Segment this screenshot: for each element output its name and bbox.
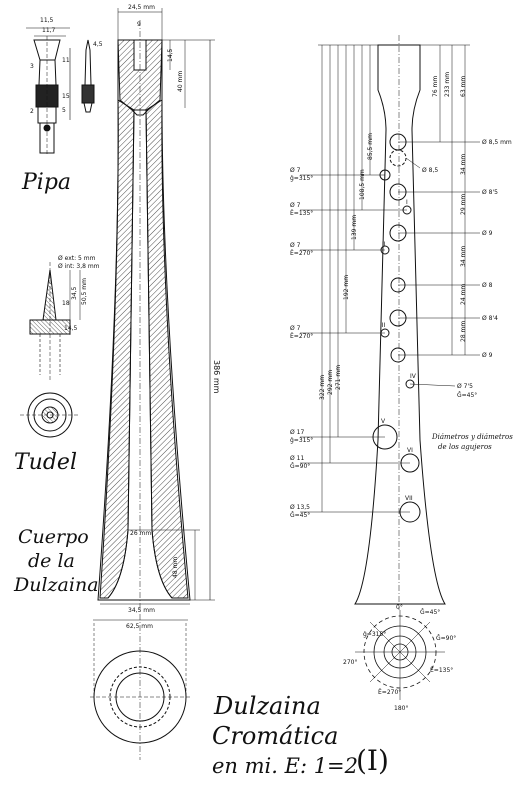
body-section-drawing (90, 8, 215, 760)
roman-VI: VI (407, 447, 413, 454)
length-7: 322 mm (319, 375, 326, 400)
tudel-len3: 18 (62, 300, 70, 307)
cuerpo-label-2: de la (28, 550, 75, 572)
length-3: 139 mm (351, 215, 358, 240)
right-diam-4: Ø 9 (482, 230, 493, 237)
left-angle-1: ĝ=315° (290, 175, 313, 182)
holes-note-1: Diámetros y diámetros (432, 433, 513, 441)
left-angle-4: Ê=270° (290, 332, 313, 340)
top-dim-76: 76 mm (432, 76, 439, 97)
roman-III: III (380, 322, 386, 329)
left-diam-1: Ø 7 (290, 167, 301, 174)
right-diam-1: Ø 8,5 mm (482, 139, 512, 146)
left-angle-6: Ĝ=90° (290, 463, 310, 470)
bell-inner: 26 mm (130, 530, 151, 537)
pipa-d4: 5 (62, 107, 66, 114)
body-top-depth: 14,5 (167, 48, 174, 62)
left-angle-5: ĝ=315° (290, 437, 313, 444)
left-angle-3: Ê=270° (290, 249, 313, 257)
tudel-drawing (20, 262, 81, 438)
compass-135: Ê=135° (430, 666, 453, 674)
pipa-d1: 4,5 (93, 41, 103, 48)
title-line-1: Dulzaina (214, 692, 321, 720)
bell-width: 34,5 mm (128, 607, 155, 614)
cuerpo-label-3: Dulzaina (14, 574, 99, 596)
length-6: 292 mm (327, 370, 334, 395)
tudel-len1: 50,5 mm (81, 278, 88, 305)
length-4: 192 mm (343, 275, 350, 300)
compass-315: ĝ=315° (363, 631, 386, 638)
pipa-d5: 3 (30, 63, 34, 70)
pipa-top-width: 11,5 (40, 17, 54, 24)
tudel-len2: 34,5 (71, 286, 78, 300)
length-1: 85,5 mm (367, 133, 374, 160)
tudel-ext: Ø ext: 5 mm (58, 255, 96, 262)
left-diam-2: Ø 7 (290, 202, 301, 209)
body-cone-depth: 40 mm (177, 71, 184, 92)
pipa-d6: 2 (30, 108, 34, 115)
tudel-label: Tudel (14, 450, 77, 475)
top-dim-233: 233 mm (444, 72, 451, 97)
left-angle-2: Ê=135° (290, 209, 313, 217)
left-diam-6: Ø 11 (290, 455, 304, 462)
left-diam-7: Ø 13,5 (290, 504, 310, 511)
compass-bottom: 180° (394, 705, 408, 712)
compass-top: 0° (396, 604, 403, 611)
compass-45: Ĝ=45° (420, 609, 440, 616)
body-inner-top: 9 (137, 21, 141, 28)
body-elevation-drawing (300, 35, 480, 610)
roman-V: V (381, 418, 386, 425)
right-diam-5: Ø 8 (482, 282, 493, 289)
title-line-3: en mi. E: 1=2 (212, 754, 359, 778)
angle-compass (355, 610, 445, 700)
pipa-d2: 11 (62, 57, 70, 64)
left-diam-3: Ø 7 (290, 242, 301, 249)
roman-IV: IV (410, 373, 417, 380)
spacing-5: 28 mm (460, 321, 467, 342)
spacing-1: 34 mm (460, 154, 467, 175)
sheet-number: (I) (356, 744, 389, 777)
right-diam-3: Ø 8'5 (482, 189, 498, 196)
cuerpo-label-1: Cuerpo (18, 526, 89, 548)
left-angle-7: Ĝ=45° (290, 512, 310, 519)
roman-II: II (382, 241, 386, 248)
bottom-width: 62,5 mm (126, 623, 153, 630)
right-angle: Ĝ=45° (457, 392, 477, 399)
right-diam-6: Ø 8'4 (482, 315, 498, 322)
roman-VII: VII (405, 495, 413, 502)
bell-height: 48 mm (172, 557, 179, 578)
title-line-2: Cromática (212, 722, 339, 750)
tudel-int: Ø int: 3,8 mm (58, 263, 100, 270)
pipa-width: 11,7 (42, 27, 56, 34)
body-length: 386 mm (212, 360, 221, 394)
length-5: 271 mm (335, 365, 342, 390)
spacing-4: 24 mm (460, 284, 467, 305)
compass-90: Ĝ=90° (436, 635, 456, 642)
body-top-width: 24,5 mm (128, 4, 155, 11)
roman-I: I (406, 199, 408, 206)
left-diam-5: Ø 17 (290, 429, 304, 436)
compass-270: 270° (343, 659, 357, 666)
pipa-d3: 15 (62, 93, 70, 100)
spacing-3: 34 mm (460, 246, 467, 267)
left-diam-4: Ø 7 (290, 325, 301, 332)
compass-225: Ê=270° (378, 688, 401, 696)
right-diam-7: Ø 9 (482, 352, 493, 359)
top-dim-63: 63 mm (460, 76, 467, 97)
right-diam-2: Ø 8,5 (422, 167, 438, 174)
holes-note-2: de los agujeros (438, 443, 492, 451)
pipa-drawing (26, 27, 95, 155)
length-2: 108,5 mm (359, 169, 366, 200)
spacing-2: 29 mm (460, 194, 467, 215)
right-diam-8: Ø 7'5 (457, 383, 473, 390)
pipa-label: Pipa (22, 170, 72, 195)
tudel-len4: 14,5 (64, 325, 78, 332)
